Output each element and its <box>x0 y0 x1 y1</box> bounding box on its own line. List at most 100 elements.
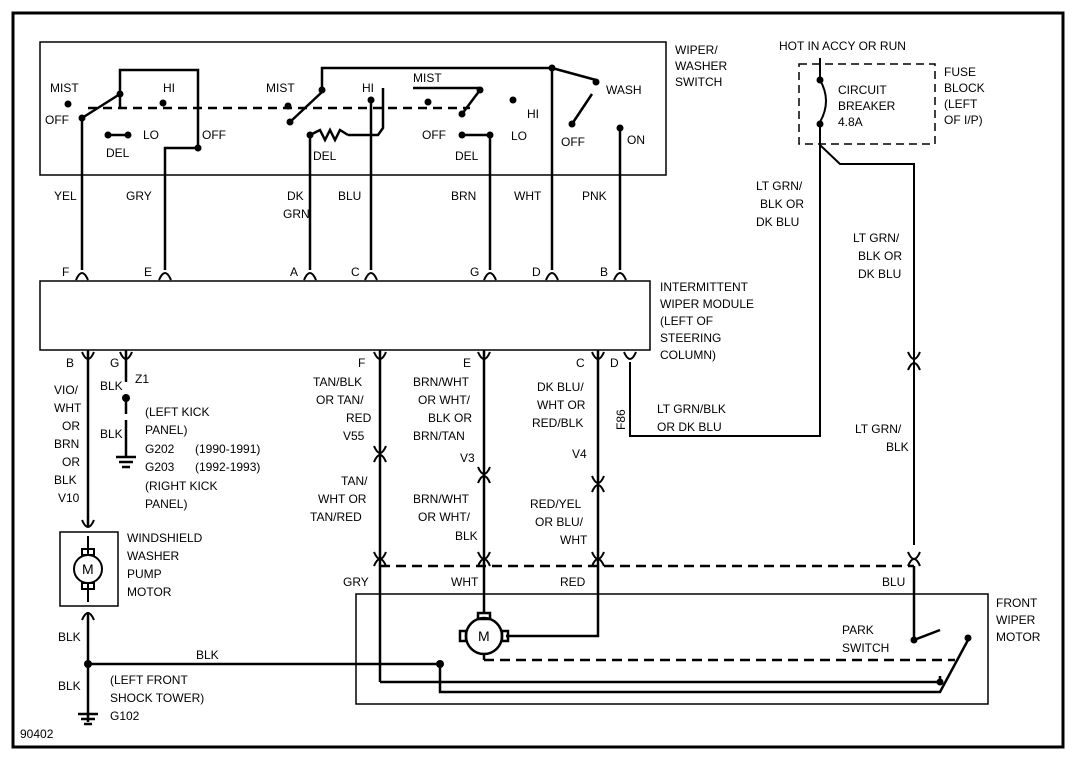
diagram-label: TAN/BLK <box>313 375 362 389</box>
diagram-label: V4 <box>572 447 587 461</box>
label-off4: OFF <box>561 135 585 149</box>
diagram-label: (RIGHT KICK <box>145 479 217 493</box>
pump-connector <box>81 519 95 621</box>
diagram-label: PANEL) <box>145 497 187 511</box>
ground-g102-icon <box>78 712 98 726</box>
module-bottom-pin-labels: B G F E C D <box>66 356 619 370</box>
diagram-label: GRN <box>283 207 310 221</box>
switch-title-1: WIPER/ <box>675 43 718 57</box>
label-wash: WASH <box>606 83 642 97</box>
diagram-label: (LEFT OF <box>660 314 713 328</box>
diagram-label: (LEFT FRONT <box>110 673 188 687</box>
ground-g202-icon <box>116 455 136 469</box>
diagram-label: V3 <box>460 451 475 465</box>
diagram-label: E <box>463 356 471 370</box>
label-off3: OFF <box>422 128 446 142</box>
diagram-label: V10 <box>58 491 80 505</box>
diagram-label: STEERING <box>660 331 721 345</box>
park-switch-contacts <box>910 634 972 686</box>
pump-motor-symbol <box>73 536 103 602</box>
module-top-pin-labels: F E A C G D B <box>62 265 608 279</box>
diagram-label: BLK <box>58 679 81 693</box>
right-wire-labels: LT GRN/ BLK OR DK BLU LT GRN/ BLK OR DK … <box>614 179 909 454</box>
fuse-block-label: FUSE BLOCK (LEFT OF I/P) <box>944 65 985 127</box>
label-hi1: HI <box>163 81 175 95</box>
diagram-label: OF I/P) <box>944 113 983 127</box>
diagram-label: FRONT <box>996 596 1038 610</box>
diagram-label: G102 <box>110 709 140 723</box>
diagram-label: PUMP <box>127 567 162 581</box>
diagram-label: RED <box>560 575 586 589</box>
diagram-label: PNK <box>582 189 607 203</box>
diagram-label: INTERMITTENT <box>660 280 749 294</box>
diagram-label: B <box>66 356 74 370</box>
diagram-label: (LEFT <box>944 97 978 111</box>
label-mist1: MIST <box>50 81 79 95</box>
switch-labels: MIST HI OFF LO DEL OFF MIST HI DEL MIST … <box>45 43 728 163</box>
wiper-washer-switch <box>39 41 667 270</box>
diagram-label: PARK <box>842 623 874 637</box>
diagram-label: OR WHT/ <box>418 393 471 407</box>
diagram-label: OR TAN/ <box>316 393 364 407</box>
label-lo3: LO <box>511 129 527 143</box>
diagram-label: WHT OR <box>318 492 367 506</box>
diagram-label: DK <box>287 189 304 203</box>
diagram-label: RED <box>346 411 372 425</box>
label-on: ON <box>627 133 645 147</box>
diagram-label: WHT <box>514 189 542 203</box>
diagram-label: 4.8A <box>838 115 863 129</box>
breaker-contacts <box>816 76 824 128</box>
diagram-label: WHT <box>560 533 588 547</box>
diagram-label: TAN/RED <box>310 510 362 524</box>
diagram-label: WIPER <box>996 613 1036 627</box>
motor-labels: GRY WHT RED BLU PARK SWITCH FRONT WIPER … <box>343 575 1041 655</box>
hot-label: HOT IN ACCY OR RUN <box>779 39 906 53</box>
left-labels: VIO/ WHT OR BRN OR BLK V10 BLK Z1 BLK (L… <box>20 372 260 741</box>
diagram-label: A <box>290 265 298 279</box>
diagram-label: LT GRN/ <box>756 179 803 193</box>
label-del1: DEL <box>106 146 130 160</box>
diagram-label: LT GRN/ <box>853 231 900 245</box>
front-wiper-motor <box>355 593 989 705</box>
diagram-label: FUSE <box>944 65 976 79</box>
diagram-label: OR WHT/ <box>418 510 471 524</box>
pump-motor-m: M <box>82 561 94 577</box>
diagram-label: C <box>576 356 585 370</box>
diagram-label: RED/YEL <box>530 497 582 511</box>
label-hi2: HI <box>362 81 374 95</box>
diagram-label: F <box>62 265 69 279</box>
diagram-label: BREAKER <box>838 99 896 113</box>
diagram-label: BLK <box>886 440 909 454</box>
fuse-block <box>798 63 936 145</box>
diagram-label: BLK <box>54 473 77 487</box>
switch-title-2: WASHER <box>675 59 728 73</box>
washer-pump-motor <box>59 531 119 607</box>
outer-frame <box>11 11 1065 749</box>
diagram-label: WHT OR <box>537 398 586 412</box>
diagram-label: BLK <box>58 630 81 644</box>
diagram-label: Z1 <box>135 372 149 386</box>
diagram-label: OR DK BLU <box>657 420 722 434</box>
diagram-label: F86 <box>614 409 628 430</box>
diagram-label: MOTOR <box>127 585 172 599</box>
middle-inline-connectors <box>373 445 921 567</box>
diagram-label: WINDSHIELD <box>127 531 203 545</box>
figure-id: 90402 <box>20 727 54 741</box>
label-off2: OFF <box>202 128 226 142</box>
diagram-label: G <box>470 265 479 279</box>
diagram-label: B <box>600 265 608 279</box>
diagram-label: D <box>532 265 541 279</box>
diagram-label: F <box>358 356 365 370</box>
diagram-label: C <box>351 265 360 279</box>
diagram-label: OR <box>62 419 80 433</box>
diagram-label: G202 <box>145 442 175 456</box>
diagram-label: OR <box>62 455 80 469</box>
diagram-label: WHT <box>54 401 82 415</box>
right-inline-connector <box>907 351 921 371</box>
diagram-label: BLU <box>338 189 361 203</box>
diagram-label: BRN/TAN <box>413 429 465 443</box>
breaker-label: CIRCUIT BREAKER 4.8A <box>838 83 896 129</box>
diagram-label: BLK <box>100 427 123 441</box>
diagram-label: D <box>610 356 619 370</box>
